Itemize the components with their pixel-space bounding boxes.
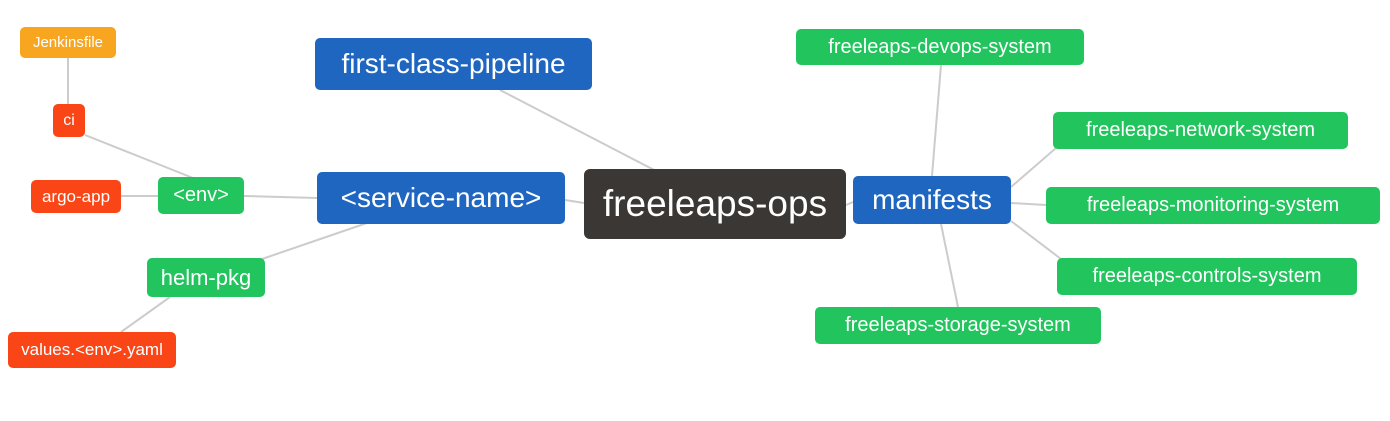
node-ci[interactable]: ci — [53, 104, 85, 137]
edge-service-root — [564, 199, 585, 204]
edge-manifests-monitoring — [1010, 202, 1047, 206]
edge-root-manifests — [845, 201, 854, 206]
edge-manifests-devops — [931, 64, 942, 177]
edge-env-service — [243, 195, 318, 199]
edge-manifests-storage — [940, 223, 959, 308]
node-argo-app[interactable]: argo-app — [31, 180, 121, 213]
edge-manifests-controls — [1010, 220, 1062, 260]
node-freeleaps-controls-system[interactable]: freeleaps-controls-system — [1057, 258, 1357, 295]
node-first-class-pipeline[interactable]: first-class-pipeline — [315, 38, 592, 90]
node-service-name[interactable]: <service-name> — [317, 172, 565, 224]
node-env[interactable]: <env> — [158, 177, 244, 214]
edge-values-helmpkg — [120, 296, 171, 333]
node-freeleaps-storage-system[interactable]: freeleaps-storage-system — [815, 307, 1101, 344]
node-helm-pkg[interactable]: helm-pkg — [147, 258, 265, 297]
edge-fcp-root — [499, 89, 659, 173]
node-jenkinsfile[interactable]: Jenkinsfile — [20, 27, 116, 58]
node-freeleaps-network-system[interactable]: freeleaps-network-system — [1053, 112, 1348, 149]
edge-ci-env — [84, 134, 194, 179]
node-freeleaps-monitoring-system[interactable]: freeleaps-monitoring-system — [1046, 187, 1380, 224]
edge-manifests-network — [1010, 147, 1057, 188]
node-manifests[interactable]: manifests — [853, 176, 1011, 224]
node-freeleaps-devops-system[interactable]: freeleaps-devops-system — [796, 29, 1084, 65]
node-freeleaps-ops[interactable]: freeleaps-ops — [584, 169, 846, 239]
node-values-env-yaml[interactable]: values.<env>.yaml — [8, 332, 176, 368]
edge-helmpkg-service — [261, 222, 368, 260]
